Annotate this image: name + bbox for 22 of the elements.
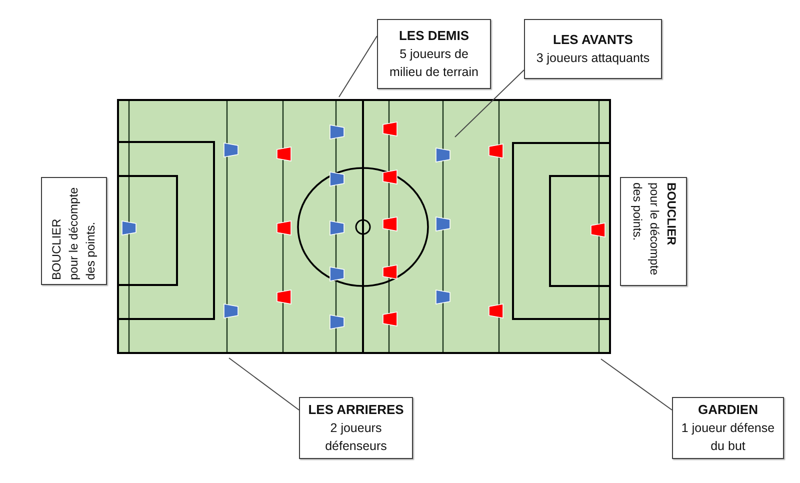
callout-text: pour le décompte des points. [66, 186, 98, 280]
callout-heading: BOUCLIER [663, 182, 679, 247]
callout-heading: LES AVANTS [553, 31, 633, 49]
callout-heading: GARDIEN [698, 401, 758, 419]
callout-box [620, 177, 687, 286]
callout-box [299, 397, 413, 459]
callout-text: 5 joueurs de milieu de terrain [389, 46, 479, 81]
callout-heading: LES ARRIERES [308, 401, 404, 419]
leader-line [338, 36, 378, 98]
callout-text: 3 joueurs attaquants [536, 50, 650, 67]
callout-box [672, 397, 784, 459]
leader-line [228, 358, 300, 410]
callout-heading: LES DEMIS [398, 27, 470, 45]
leader-line [454, 70, 524, 138]
callout-box [41, 177, 107, 285]
leader-line [600, 358, 672, 410]
callout-box [377, 19, 491, 89]
callout-text: 1 joueur défense du but [680, 420, 776, 455]
callout-text: pour le décompte des points. [629, 182, 662, 277]
callout-heading: BOUCLIER [48, 218, 64, 280]
callout-text: 2 joueurs défenseurs [324, 420, 388, 455]
callout-box [524, 19, 662, 79]
